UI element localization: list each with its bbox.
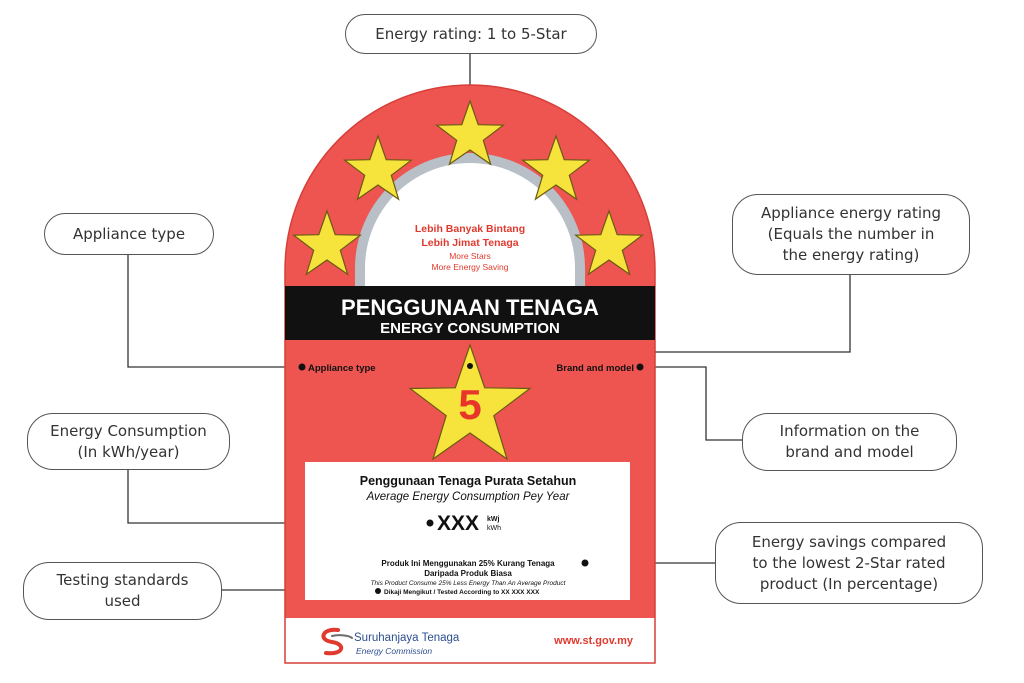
label-footer bbox=[285, 618, 655, 663]
callout-energy-savings-line-3: product (In percentage) bbox=[759, 574, 939, 593]
commission-logo bbox=[321, 627, 353, 656]
commission-swoosh-accent bbox=[331, 634, 353, 639]
box-title: Penggunaan Tenaga Purata Setahun bbox=[360, 474, 576, 488]
arch-text-2: Lebih Jimat Tenaga bbox=[421, 237, 518, 249]
kwh-unit-malay: kWj bbox=[487, 516, 500, 523]
savings-text-2: Daripada Produk Biasa bbox=[424, 569, 512, 578]
brand-model-dot bbox=[636, 363, 644, 371]
arch-text-1: Lebih Banyak Bintang bbox=[415, 223, 525, 235]
callout-appliance-rating-line-3: the energy rating) bbox=[782, 246, 920, 264]
savings-text-1: Produk Ini Menggunakan 25% Kurang Tenaga bbox=[381, 559, 555, 568]
website-url: www.st.gov.my bbox=[553, 635, 634, 647]
kwh-value: XXX bbox=[437, 512, 479, 535]
callout-energy-rating: Energy rating: 1 to 5-Star bbox=[345, 14, 597, 54]
callout-energy-consumption-line-1: Energy Consumption bbox=[50, 421, 207, 440]
energy-label: Lebih Banyak Bintang Lebih Jimat Tenaga … bbox=[284, 84, 656, 664]
rating-star-dot bbox=[467, 363, 473, 369]
callout-appliance-type: Appliance type bbox=[44, 213, 214, 255]
banner-subtitle: ENERGY CONSUMPTION bbox=[380, 320, 560, 337]
callout-appliance-type-text: Appliance type bbox=[72, 224, 186, 243]
rating-number: 5 bbox=[458, 381, 481, 428]
callout-energy-consumption-line-2: (In kWh/year) bbox=[77, 442, 180, 461]
kwh-dot bbox=[426, 519, 434, 527]
consumption-box bbox=[305, 462, 630, 600]
callout-energy-savings: Energy savings compared to the lowest 2-… bbox=[715, 522, 983, 604]
arch-text-3: More Stars bbox=[449, 251, 491, 261]
box-subtitle: Average Energy Consumption Pey Year bbox=[366, 491, 571, 503]
rating-star-5 bbox=[573, 209, 645, 276]
callout-appliance-energy-rating: Appliance energy rating (Equals the numb… bbox=[732, 194, 970, 275]
callout-energy-savings-line-1: Energy savings compared bbox=[751, 532, 947, 551]
savings-text-3: This Product Consume 25% Less Energy Tha… bbox=[371, 580, 567, 587]
appliance-type-field: Appliance type bbox=[308, 363, 376, 374]
kwh-unit-english: kWh bbox=[487, 525, 501, 532]
arch-text-4: More Energy Saving bbox=[431, 262, 508, 272]
callout-testing-line-2: used bbox=[104, 592, 141, 610]
callout-brand-model-line-2: brand and model bbox=[785, 443, 914, 461]
callout-testing-line-1: Testing standards bbox=[56, 571, 189, 589]
title-banner bbox=[285, 286, 655, 340]
appliance-type-dot bbox=[298, 363, 306, 371]
callout-brand-model: Information on the brand and model bbox=[742, 413, 957, 471]
callout-energy-consumption: Energy Consumption (In kWh/year) bbox=[27, 413, 230, 470]
commission-swoosh-icon bbox=[321, 627, 343, 656]
rating-star-3 bbox=[434, 99, 506, 166]
commission-name: Suruhanjaya Tenaga bbox=[354, 632, 460, 644]
rating-stars bbox=[291, 99, 645, 276]
rating-star-4 bbox=[520, 134, 592, 201]
rating-star-1 bbox=[291, 209, 363, 276]
commission-subtitle: Energy Commission bbox=[356, 646, 432, 656]
arch-window bbox=[365, 163, 575, 286]
callout-brand-model-line-1: Information on the bbox=[779, 422, 920, 440]
callout-appliance-rating-line-1: Appliance energy rating bbox=[760, 204, 942, 222]
callout-appliance-rating-line-2: (Equals the number in bbox=[767, 225, 935, 243]
connector-brand-model bbox=[640, 366, 742, 441]
callout-energy-savings-line-2: to the lowest 2-Star rated bbox=[752, 553, 946, 572]
label-outline bbox=[284, 84, 656, 664]
testing-text: Dikaji Mengikut / Tested According to XX… bbox=[384, 589, 540, 596]
savings-dot bbox=[581, 559, 589, 567]
callout-testing-standards: Testing standards used bbox=[23, 562, 222, 620]
testing-dot bbox=[375, 588, 381, 594]
rating-star-large bbox=[408, 343, 532, 461]
callout-energy-rating-text: Energy rating: 1 to 5-Star bbox=[375, 24, 567, 43]
rating-star-2 bbox=[342, 134, 414, 201]
connector-appliance-type bbox=[127, 255, 302, 368]
brand-model-field: Brand and model bbox=[556, 363, 634, 374]
banner-title: PENGGUNAAN TENAGA bbox=[341, 295, 599, 320]
